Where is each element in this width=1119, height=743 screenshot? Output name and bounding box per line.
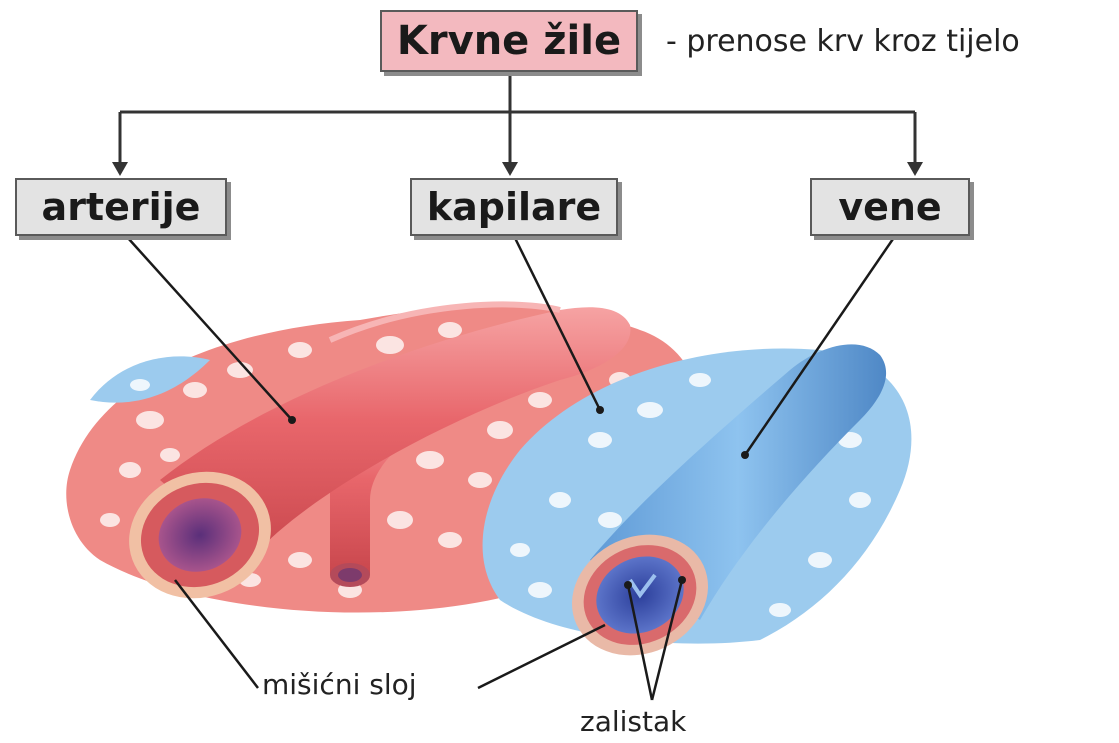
connector-arrowheads xyxy=(112,162,923,176)
connector-lines xyxy=(120,72,915,165)
category-capillaries: kapilare xyxy=(410,178,618,236)
subtitle-text: - prenose krv kroz tijelo xyxy=(666,24,1020,59)
label-valve: zalistak xyxy=(580,705,686,738)
category-arteries: arterije xyxy=(15,178,227,236)
label-muscle-layer: mišićni sloj xyxy=(262,668,417,701)
category-veins: vene xyxy=(810,178,970,236)
title-box: Krvne žile xyxy=(380,10,638,72)
